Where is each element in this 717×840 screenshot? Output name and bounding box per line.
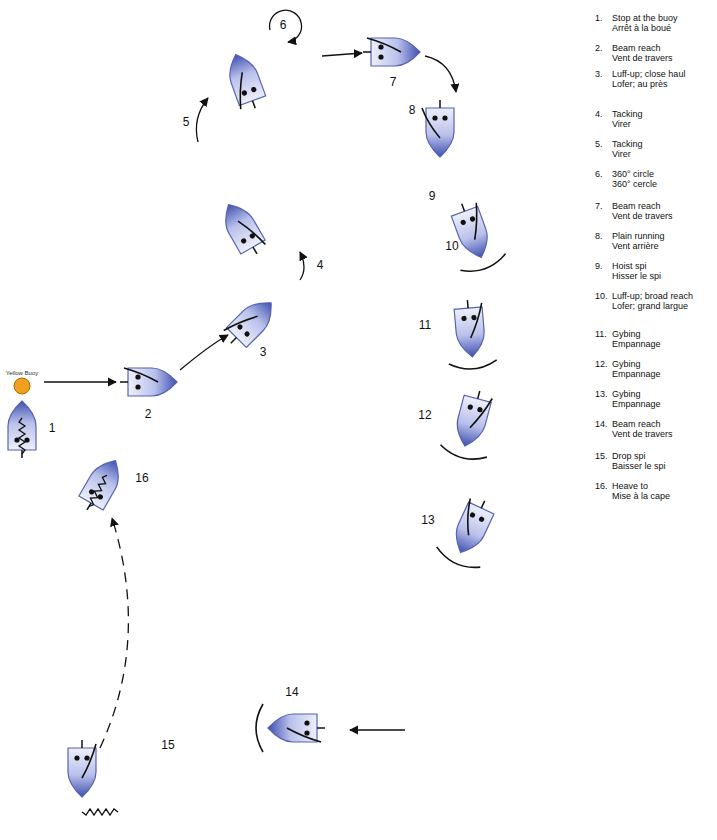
list-number: 13.	[595, 390, 608, 400]
list-number: 4.	[595, 110, 603, 120]
list-text: Mise à la cape	[612, 492, 670, 502]
list-number: 12.	[595, 360, 608, 370]
list-text: Stop at the buoy	[612, 14, 678, 24]
list-text: Hisser le spi	[612, 272, 661, 282]
list-text: Tacking	[612, 140, 643, 150]
list-text: Vent de travers	[612, 430, 673, 440]
list-text: Virer	[612, 120, 631, 130]
list-number: 11.	[595, 330, 607, 340]
list-text: Vent de travers	[612, 54, 673, 64]
list-number: 14.	[595, 420, 608, 430]
callout-number: 13	[421, 514, 434, 526]
callout-number: 9	[429, 190, 436, 202]
callout-number: 15	[161, 739, 174, 751]
list-number: 7.	[595, 202, 603, 212]
list-number: 2.	[595, 44, 603, 54]
list-number: 9.	[595, 262, 603, 272]
callout-number: 10	[445, 240, 458, 252]
list-text: Gybing	[612, 360, 641, 370]
list-text: Hoist spi	[612, 262, 647, 272]
list-text: Heave to	[612, 482, 648, 492]
list-number: 6.	[595, 170, 603, 180]
callout-number: 7	[390, 76, 397, 88]
list-number: 3.	[595, 70, 603, 80]
list-text: Luff-up; close haul	[612, 70, 685, 80]
list-number: 15.	[595, 452, 608, 462]
list-number: 16.	[595, 482, 608, 492]
list-text: Beam reach	[612, 202, 661, 212]
list-number: 1.	[595, 14, 603, 24]
buoy-label: Yellow Buoy	[6, 370, 38, 376]
callout-number: 1	[49, 422, 56, 434]
callout-number: 14	[285, 686, 298, 698]
list-text: Lofer; au près	[612, 80, 668, 90]
callout-number: 11	[419, 319, 431, 331]
callout-number: 8	[409, 104, 416, 116]
list-text: Plain running	[612, 232, 665, 242]
list-text: Luff-up; broad reach	[612, 292, 693, 302]
list-text: Virer	[612, 150, 631, 160]
callout-number: 6	[280, 19, 287, 31]
list-number: 10.	[595, 292, 608, 302]
list-text: Baisser le spi	[612, 462, 666, 472]
list-number: 8.	[595, 232, 603, 242]
list-text: Arrêt à la boué	[612, 24, 671, 34]
list-text: Empannage	[612, 400, 661, 410]
callout-number: 5	[183, 116, 190, 128]
callout-number: 2	[145, 408, 152, 420]
list-text: 360° circle	[612, 170, 654, 180]
list-number: 5.	[595, 140, 603, 150]
list-text: Drop spi	[612, 452, 646, 462]
list-text: Gybing	[612, 330, 641, 340]
list-text: Lofer; grand largue	[612, 302, 688, 312]
list-text: Vent de travers	[612, 212, 673, 222]
callout-number: 16	[135, 472, 148, 484]
list-text: Gybing	[612, 390, 641, 400]
list-text: Tacking	[612, 110, 643, 120]
list-text: Empannage	[612, 340, 661, 350]
list-text: Beam reach	[612, 44, 661, 54]
callout-number: 3	[260, 346, 267, 358]
list-text: Beam reach	[612, 420, 661, 430]
callout-number: 4	[317, 259, 324, 271]
list-text: Vent arrière	[612, 242, 659, 252]
list-text: Empannage	[612, 370, 661, 380]
callout-number: 12	[418, 409, 431, 421]
list-text: 360° cercle	[612, 180, 657, 190]
